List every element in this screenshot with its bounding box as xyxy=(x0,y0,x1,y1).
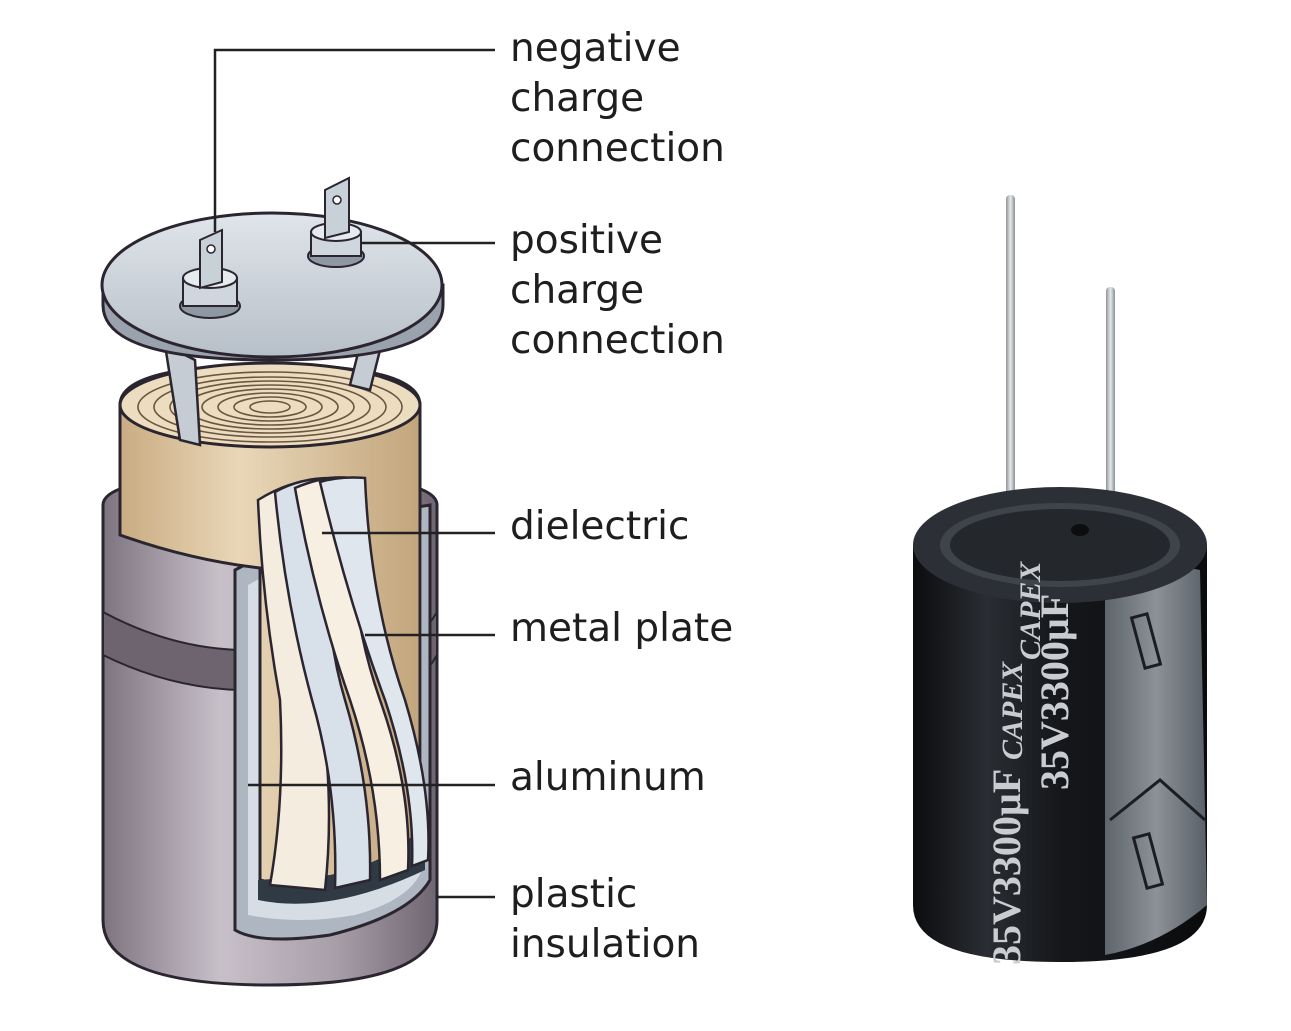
label-positive-line-3: connection xyxy=(510,318,725,363)
label-positive-line-1: positive xyxy=(510,218,663,263)
capacitor-lead-left xyxy=(1006,195,1015,535)
capacitor-marking: CAPEX 35V3300µF CAPEX 35V3300µF xyxy=(984,561,1077,965)
label-positive-line-2: charge xyxy=(510,268,645,313)
label-plastic-insulation: plastic insulation xyxy=(510,870,700,970)
label-metal-plate-text: metal plate xyxy=(510,606,734,651)
roll-spiral xyxy=(137,371,403,443)
label-dielectric-text: dielectric xyxy=(510,504,690,549)
label-aluminum-text: aluminum xyxy=(510,755,706,800)
label-plastic-line-1: plastic xyxy=(510,872,638,917)
label-negative-line-1: negative xyxy=(510,26,681,71)
leader-lines xyxy=(213,48,495,899)
label-negative-charge-connection: negative charge connection xyxy=(510,24,725,174)
marking-spec-2: 35V3300µF xyxy=(984,769,1029,965)
label-dielectric: dielectric xyxy=(510,502,689,552)
polarity-stripe xyxy=(1105,566,1207,955)
positive-terminal xyxy=(307,176,365,268)
label-positive-charge-connection: positive charge connection xyxy=(510,216,725,366)
marking-brand: CAPEX xyxy=(996,661,1029,760)
negative-terminal xyxy=(179,228,241,319)
label-negative-line-2: charge xyxy=(510,76,645,121)
leader-negative xyxy=(213,48,495,232)
label-negative-line-3: connection xyxy=(510,126,725,171)
marking-brand-2: CAPEX xyxy=(1014,561,1047,660)
label-plastic-line-2: insulation xyxy=(510,922,701,967)
minus-marks xyxy=(1109,611,1206,891)
cutaway-diagram xyxy=(100,48,495,987)
label-metal-plate: metal plate xyxy=(510,604,733,654)
marking-spec-1: 35V3300µF xyxy=(1032,594,1077,790)
capacitor-photo: CAPEX 35V3300µF CAPEX 35V3300µF xyxy=(913,195,1207,965)
label-aluminum: aluminum xyxy=(510,753,706,803)
